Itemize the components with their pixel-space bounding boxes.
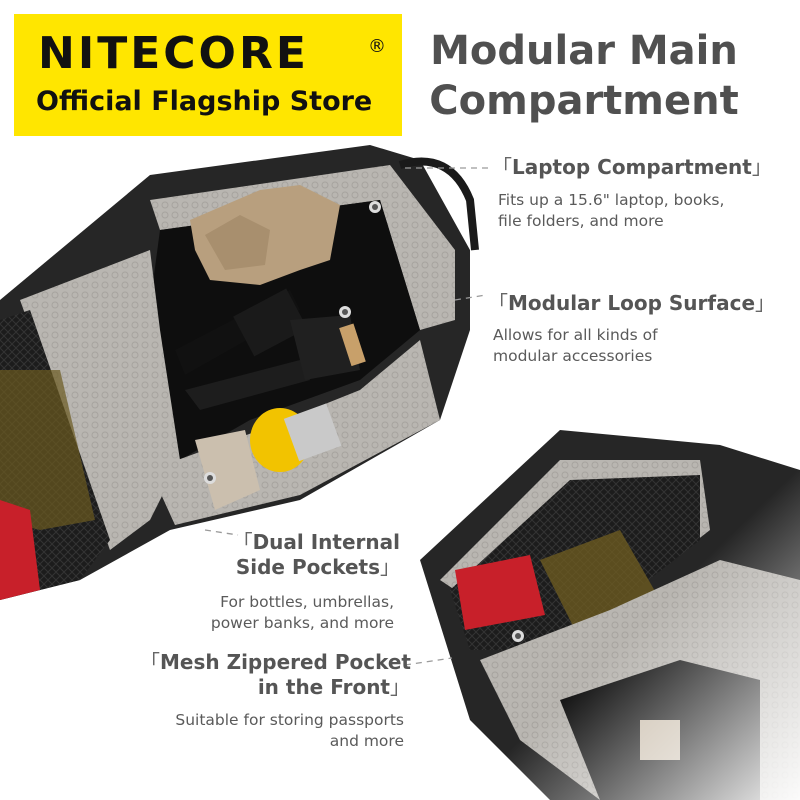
feature-loop-desc: Allows for all kinds of modular accessor… [493, 325, 658, 367]
backpack-main-photo [0, 145, 479, 600]
brand-logo-box: NITECORE ® Official Flagship Store [14, 14, 402, 136]
feature-mesh-pocket-title: 「Mesh Zippered Pocket in the Front」 [140, 650, 411, 700]
feature-loop-title-text: Modular Loop Surface [508, 291, 756, 315]
feature-laptop-title-text: Laptop Compartment [512, 155, 752, 179]
feature-laptop-desc-line-2: file folders, and more [498, 212, 664, 230]
feature-mesh-pocket-title-line-2: in the Front [257, 675, 390, 699]
bracket-close: 」 [390, 675, 410, 699]
page-title: Modular Main Compartment [414, 26, 754, 126]
page-title-line-1: Modular Main [430, 28, 738, 74]
feature-loop-title: 「Modular Loop Surface」 [488, 291, 775, 316]
feature-side-pockets-title-line-2: Side Pockets [235, 555, 380, 579]
bracket-open: 「 [232, 530, 253, 554]
bracket-open: 「 [492, 155, 512, 179]
bracket-close: 」 [751, 155, 772, 179]
feature-side-pockets-desc-line-1: For bottles, umbrellas, [220, 593, 394, 611]
feature-loop-desc-line-1: Allows for all kinds of [493, 326, 658, 344]
feature-mesh-pocket-desc: Suitable for storing passports and more [130, 710, 404, 752]
feature-side-pockets-desc-line-2: power banks, and more [210, 614, 394, 632]
feature-laptop-title: 「Laptop Compartment」 [492, 155, 772, 180]
bracket-close: 」 [380, 555, 400, 579]
bracket-open: 「 [488, 291, 508, 315]
feature-laptop-desc: Fits up a 15.6" laptop, books, file fold… [498, 190, 724, 232]
feature-side-pockets-title: 「Dual Internal Side Pockets」 [232, 530, 400, 580]
feature-loop-desc-line-2: modular accessories [493, 347, 653, 365]
bracket-open: 「 [140, 650, 160, 674]
registered-mark: ® [368, 36, 386, 57]
bracket-close: 」 [755, 291, 776, 315]
brand-subtitle: Official Flagship Store [36, 86, 373, 117]
feature-mesh-pocket-title-line-1: Mesh Zippered Pocket [160, 650, 411, 674]
leader-lines [204, 167, 488, 666]
backpack-front-pocket-photo [420, 430, 800, 800]
feature-laptop-desc-line-1: Fits up a 15.6" laptop, books, [498, 191, 725, 209]
feature-side-pockets-desc: For bottles, umbrellas, power banks, and… [180, 592, 394, 634]
page-title-line-2: Compartment [429, 78, 739, 124]
brand-name: NITECORE [38, 28, 309, 79]
feature-side-pockets-title-line-1: Dual Internal [252, 530, 400, 554]
feature-mesh-pocket-desc-line-1: Suitable for storing passports [175, 711, 404, 729]
feature-mesh-pocket-desc-line-2: and more [329, 732, 404, 750]
